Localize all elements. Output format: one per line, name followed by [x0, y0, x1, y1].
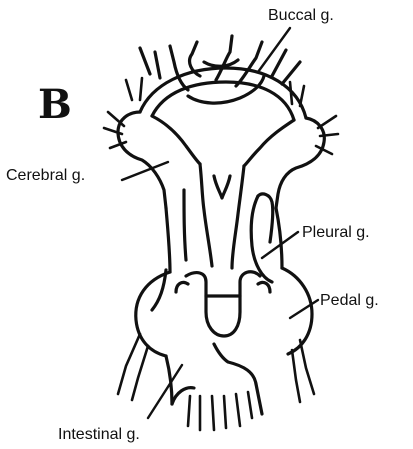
intestinal-ganglion [166, 344, 262, 430]
label-pedal-ganglion: Pedal g. [320, 292, 379, 309]
central-vessel [200, 164, 244, 268]
label-cerebral-ganglion: Cerebral g. [6, 167, 85, 184]
left-connectives [152, 190, 186, 310]
leader-pedal [290, 300, 318, 318]
label-intestinal-ganglion: Intestinal g. [58, 426, 140, 443]
label-buccal-ganglion: Buccal g. [268, 7, 334, 24]
cerebral-ganglion-right [244, 82, 338, 208]
label-pleural-ganglion: Pleural g. [302, 224, 370, 241]
pedal-commissure-top [186, 272, 260, 296]
vessel-top [214, 176, 230, 198]
leader-cerebral [122, 162, 168, 180]
pedal-commissure-hooks [176, 282, 270, 292]
cerebral-ganglion-left [104, 78, 200, 208]
cerebral-commissure-outer [140, 68, 306, 118]
pedal-commissure-loop [206, 296, 240, 336]
panel-letter: B [38, 81, 72, 128]
leader-intestinal [148, 365, 182, 418]
pedal-ganglion-right [282, 268, 314, 402]
